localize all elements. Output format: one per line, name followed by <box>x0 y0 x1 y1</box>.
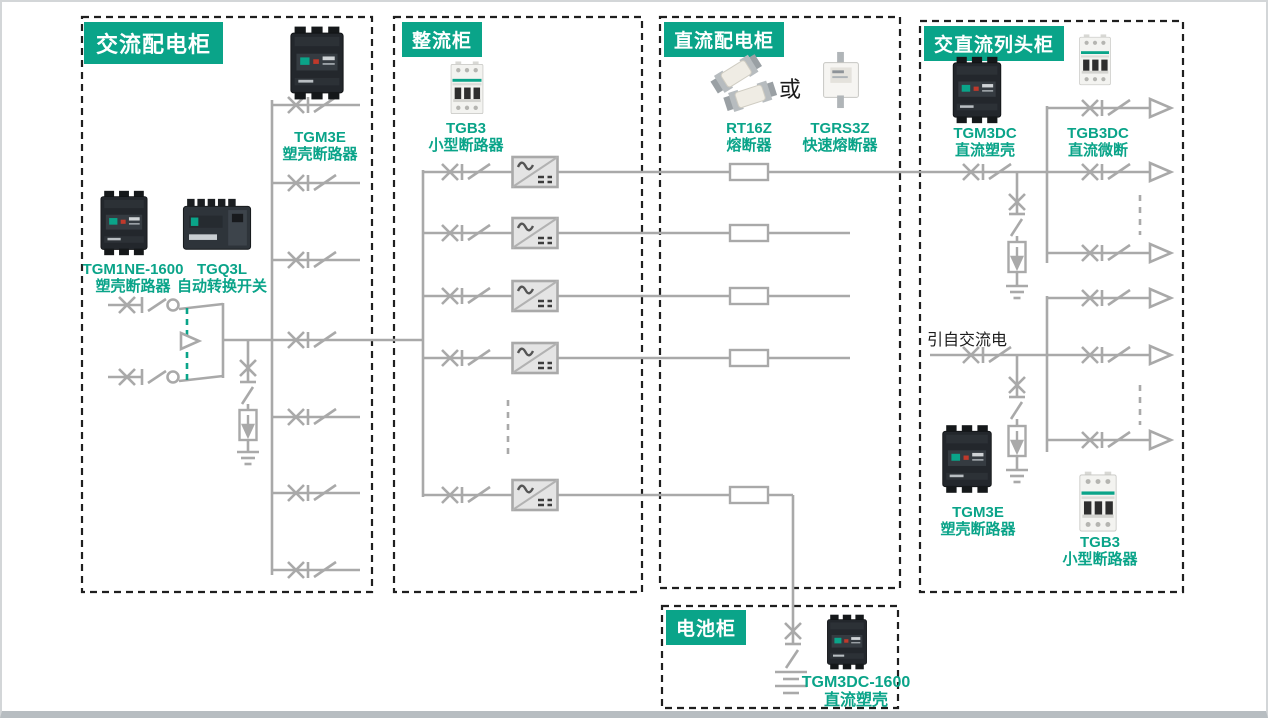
cabinet-dc-distribution-border <box>658 15 902 590</box>
ac-spd-branch <box>1009 355 1025 470</box>
dc-spd-branch <box>1009 172 1025 286</box>
label-desc: 直流塑壳 <box>823 692 889 710</box>
product-image-tgrs3z-fuse <box>812 50 870 110</box>
cabinet-title-battery: 电池柜 <box>666 610 747 645</box>
label-model: TGM3E <box>294 129 346 146</box>
label-tgm3e-ac: TGM3E 塑壳断路器 <box>282 129 357 164</box>
product-image-tgb3-row-header-mcb <box>1073 470 1123 536</box>
cabinet-title-ac-dc-row-header: 交直流列头柜 <box>924 26 1065 61</box>
label-model: TGQ3L <box>196 261 248 278</box>
label-desc: 塑壳断路器 <box>95 278 171 296</box>
dc-cabinet-circuit <box>558 162 1150 644</box>
label-tgrs3z: TGRS3Z 快速熔断器 <box>802 120 877 155</box>
label-desc: 直流微断 <box>1067 142 1129 160</box>
ac-cabinet-circuit <box>108 95 423 580</box>
label-desc: 快速熔断器 <box>802 137 878 155</box>
product-image-tgb3dc-mcb <box>1074 28 1116 94</box>
label-tgm3e-row-header: TGM3E 塑壳断路器 <box>940 504 1015 539</box>
product-image-rt16z-fuses <box>703 52 785 114</box>
label-model: TGM3E <box>952 504 1004 521</box>
label-tgb3-row-header: TGB3 小型断路器 <box>1062 534 1137 569</box>
cabinet-title-rectifier: 整流柜 <box>402 22 483 57</box>
label-tgm1ne-1600: TGM1NE-1600 塑壳断路器 <box>83 261 184 296</box>
label-tgm3dc-1600: TGM3DC-1600 直流塑壳 <box>802 674 910 711</box>
cabinet-battery-border <box>660 604 900 710</box>
battery-cabinet-circuit <box>775 642 807 695</box>
label-rt16z: RT16Z 熔断器 <box>726 120 772 155</box>
product-image-tgm3dc-1600-mccb <box>826 610 868 674</box>
ats-actuator-triangle <box>179 330 203 352</box>
label-model: TGM3DC <box>953 125 1017 142</box>
label-model: TGM3DC-1600 <box>801 674 911 691</box>
rectifier-cabinet-circuit <box>421 155 559 512</box>
label-tgb3dc: TGB3DC 直流微断 <box>1067 125 1129 160</box>
label-model: RT16Z <box>726 120 772 137</box>
cabinet-title-dc-distribution: 直流配电柜 <box>664 22 785 57</box>
cabinet-ac-distribution-border <box>80 15 374 594</box>
label-desc: 自动转换开关 <box>176 278 268 296</box>
product-image-tgm1ne-1600-mccb <box>98 190 150 256</box>
label-tgm3dc: TGM3DC 直流塑壳 <box>953 125 1016 160</box>
product-image-tgm3e-mccb <box>289 24 345 102</box>
cabinet-title-ac-distribution: 交流配电柜 <box>84 22 224 64</box>
label-desc: 塑壳断路器 <box>282 146 358 164</box>
product-image-tgb3-mcb <box>444 60 490 118</box>
label-model: TGB3 <box>445 120 487 137</box>
label-model: TGB3DC <box>1067 125 1129 142</box>
label-model: TGB3 <box>1079 534 1121 551</box>
product-image-tgm3dc-mccb <box>948 56 1006 124</box>
label-model: TGRS3Z <box>810 120 870 137</box>
label-model: TGM1NE-1600 <box>82 261 184 278</box>
label-tgq3l: TGQ3L 自动转换开关 <box>177 261 267 296</box>
battery-symbol <box>775 670 807 695</box>
label-desc: 直流塑壳 <box>954 142 1015 160</box>
cabinet-ac-dc-row-header-border <box>918 19 1185 594</box>
label-desc: 小型断路器 <box>428 137 504 155</box>
or-text: 或 <box>779 77 802 102</box>
cabinet-rectifier-border <box>392 15 644 594</box>
from-ac-text: 引自交流电 <box>927 332 1008 349</box>
row-header-cabinet-circuit <box>930 97 1173 484</box>
label-desc: 小型断路器 <box>1062 551 1138 569</box>
label-desc: 熔断器 <box>726 137 772 155</box>
label-desc: 塑壳断路器 <box>940 521 1016 539</box>
ats-symbol <box>108 297 225 385</box>
product-image-tgq3l-ats <box>178 197 256 253</box>
product-image-tgm3e-row-header-mccb <box>941 424 993 494</box>
label-tgb3-rectifier: TGB3 小型断路器 <box>428 120 503 155</box>
